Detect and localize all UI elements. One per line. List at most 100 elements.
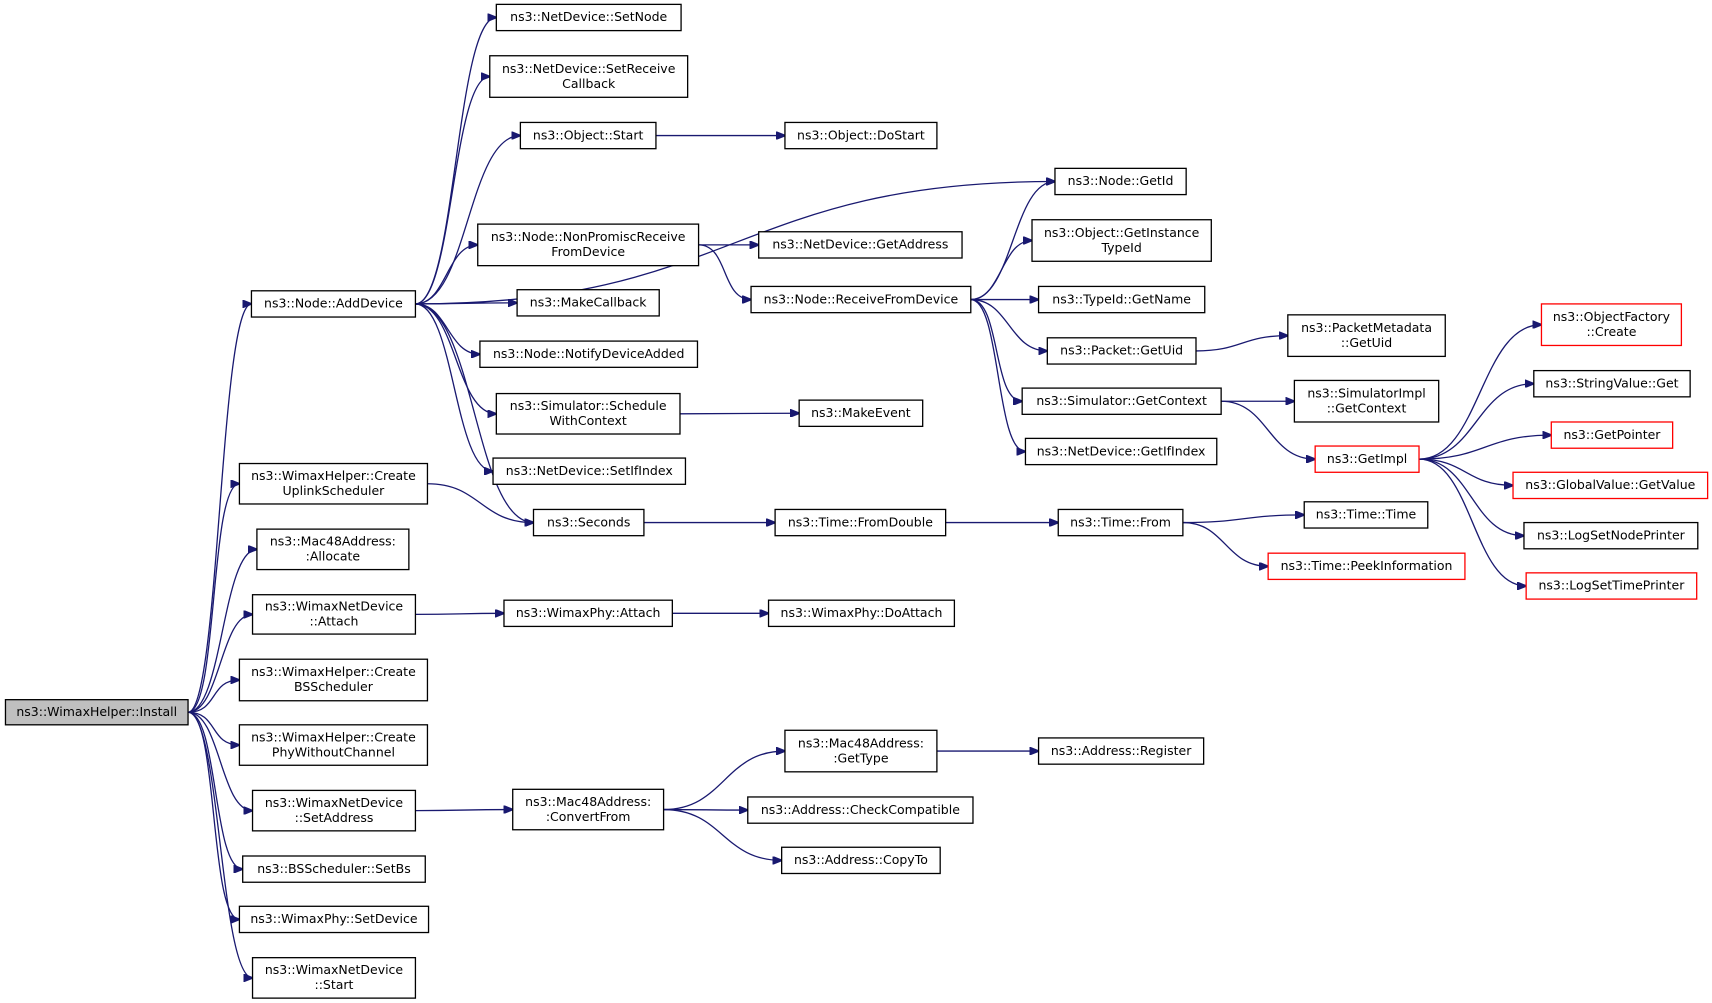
node-label: ns3::Mac48Address: xyxy=(798,735,924,750)
node-label: ns3::NetDevice::SetReceive xyxy=(502,61,676,76)
node-stringvalget[interactable]: ns3::StringValue::Get xyxy=(1533,369,1691,398)
edge-install-to-wndstart xyxy=(187,711,253,978)
node-globalvalget[interactable]: ns3::GlobalValue::GetValue xyxy=(1512,471,1709,500)
node-box xyxy=(512,788,665,831)
node-typeidgetname[interactable]: ns3::TypeId::GetName xyxy=(1037,285,1206,314)
node-box xyxy=(477,223,700,267)
node-ndsetnode[interactable]: ns3::NetDevice::SetNode xyxy=(495,3,682,32)
edge-recvfromdev-to-ndgetifindex xyxy=(970,298,1026,452)
node-label: ns3::BSScheduler::SetBs xyxy=(257,861,411,876)
edge-nonpromisc-to-recvfromdev xyxy=(698,244,751,300)
edge-adddevice-to-seconds xyxy=(415,303,533,523)
edge-getimpl-to-lognodeprinter xyxy=(1419,458,1524,536)
node-label: ns3::WimaxNetDevice xyxy=(265,962,404,977)
node-mac48alloc[interactable]: ns3::Mac48Address::Allocate xyxy=(256,528,410,571)
node-label: ns3::SimulatorImpl xyxy=(1307,385,1425,400)
node-install[interactable]: ns3::WimaxHelper::Install xyxy=(4,699,189,726)
edge-getimpl-to-getpointer xyxy=(1419,435,1551,460)
node-label: ns3::WimaxPhy::DoAttach xyxy=(781,605,943,620)
edge-install-to-adddevice xyxy=(187,304,251,713)
node-pktgetuid[interactable]: ns3::Packet::GetUid xyxy=(1046,337,1197,365)
node-box xyxy=(238,905,430,934)
node-makecallback[interactable]: ns3::MakeCallback xyxy=(516,289,660,317)
node-bssetbs[interactable]: ns3::BSScheduler::SetBs xyxy=(242,855,426,883)
node-label: ns3::WimaxHelper::Create xyxy=(251,468,416,483)
node-lognodeprinter[interactable]: ns3::LogSetNodePrinter xyxy=(1523,521,1699,550)
node-box xyxy=(1057,508,1184,537)
node-box xyxy=(251,789,417,832)
node-adddevice[interactable]: ns3::Node::AddDevice xyxy=(250,290,417,318)
node-copyto[interactable]: ns3::Address::CopyTo xyxy=(781,846,941,875)
node-label: ns3::Node::ReceiveFromDevice xyxy=(764,291,959,306)
node-box xyxy=(1031,219,1212,262)
nodes-layer: ns3::WimaxHelper::Install ns3::Node::AddD… xyxy=(4,3,1709,999)
edge-createuplink-to-seconds xyxy=(427,483,533,523)
node-box xyxy=(489,55,689,98)
edge-simgetctx-to-getimpl xyxy=(1221,400,1315,459)
node-box xyxy=(750,285,972,314)
node-nodegetid[interactable]: ns3::Node::GetId xyxy=(1054,167,1187,196)
node-ndgetaddr[interactable]: ns3::NetDevice::GetAddress xyxy=(758,231,963,259)
node-label: ::Attach xyxy=(309,614,358,629)
node-createphy[interactable]: ns3::WimaxHelper::CreatePhyWithoutChanne… xyxy=(238,724,429,766)
node-fromdouble[interactable]: ns3::Time::FromDouble xyxy=(774,508,947,537)
edge-install-to-bssetbs xyxy=(187,711,243,869)
node-label: :Allocate xyxy=(306,549,361,564)
node-box xyxy=(1287,314,1446,358)
node-box xyxy=(1523,521,1699,550)
node-phyattach[interactable]: ns3::WimaxPhy::Attach xyxy=(503,599,673,628)
node-label: ns3::WimaxNetDevice xyxy=(265,795,404,810)
node-simgetctx[interactable]: ns3::Simulator::GetContext xyxy=(1021,387,1222,415)
node-label: UplinkScheduler xyxy=(283,483,386,498)
node-timefrom[interactable]: ns3::Time::From xyxy=(1057,508,1184,537)
node-objstart[interactable]: ns3::Object::Start xyxy=(519,121,657,150)
node-pktmetauid[interactable]: ns3::PacketMetadata::GetUid xyxy=(1287,314,1446,358)
node-box xyxy=(1046,337,1197,365)
edge-install-to-wndattach xyxy=(187,614,253,713)
node-mac48gettype[interactable]: ns3::Mac48Address::GetType xyxy=(784,729,938,773)
node-setifindex[interactable]: ns3::NetDevice::SetIfIndex xyxy=(492,457,687,485)
node-box xyxy=(1037,737,1205,765)
node-wndstart[interactable]: ns3::WimaxNetDevice::Start xyxy=(251,957,417,999)
edge-adddevice-to-setifindex xyxy=(415,303,493,471)
node-objdostart[interactable]: ns3::Object::DoStart xyxy=(784,121,938,150)
node-physetdev[interactable]: ns3::WimaxPhy::SetDevice xyxy=(238,905,430,934)
node-box xyxy=(251,594,417,635)
node-makeevent[interactable]: ns3::MakeEvent xyxy=(798,399,924,428)
node-seconds[interactable]: ns3::Seconds xyxy=(532,508,645,537)
node-label: ns3::Packet::GetUid xyxy=(1060,343,1183,358)
node-wndsetaddr[interactable]: ns3::WimaxNetDevice::SetAddress xyxy=(251,789,417,832)
node-box xyxy=(1054,167,1187,196)
node-objfactcreate[interactable]: ns3::ObjectFactory::Create xyxy=(1540,303,1683,347)
edges-layer xyxy=(187,17,1551,978)
node-label: ns3::Time::FromDouble xyxy=(788,514,933,529)
node-getimpl[interactable]: ns3::GetImpl xyxy=(1314,445,1420,473)
node-box xyxy=(1525,572,1698,600)
node-box xyxy=(784,729,938,773)
node-recvfromdev[interactable]: ns3::Node::ReceiveFromDevice xyxy=(750,285,972,314)
node-ndgetifindex[interactable]: ns3::NetDevice::GetIfIndex xyxy=(1024,437,1218,466)
node-simimplctx[interactable]: ns3::SimulatorImpl::GetContext xyxy=(1293,379,1440,423)
node-addrregister[interactable]: ns3::Address::Register xyxy=(1037,737,1205,765)
node-checkcompat[interactable]: ns3::Address::CheckCompatible xyxy=(747,796,974,824)
node-wndattach[interactable]: ns3::WimaxNetDevice::Attach xyxy=(251,594,417,635)
node-getpointer[interactable]: ns3::GetPointer xyxy=(1550,421,1674,449)
node-peekinfo[interactable]: ns3::Time::PeekInformation xyxy=(1267,552,1466,581)
node-timetime[interactable]: ns3::Time::Time xyxy=(1303,501,1429,529)
node-label: FromDevice xyxy=(551,244,625,259)
edge-adddevice-to-nonpromisc xyxy=(415,245,477,305)
node-box xyxy=(1550,421,1674,449)
node-notifyadded[interactable]: ns3::Node::NotifyDeviceAdded xyxy=(479,340,699,368)
node-logtimeprinter[interactable]: ns3::LogSetTimePrinter xyxy=(1525,572,1698,600)
node-label: ns3::Node::NotifyDeviceAdded xyxy=(493,346,684,361)
node-box xyxy=(242,855,426,883)
node-mac48conv[interactable]: ns3::Mac48Address::ConvertFrom xyxy=(512,788,665,831)
node-phydoattach[interactable]: ns3::WimaxPhy::DoAttach xyxy=(767,599,956,628)
edge-install-to-mac48alloc xyxy=(187,549,257,713)
